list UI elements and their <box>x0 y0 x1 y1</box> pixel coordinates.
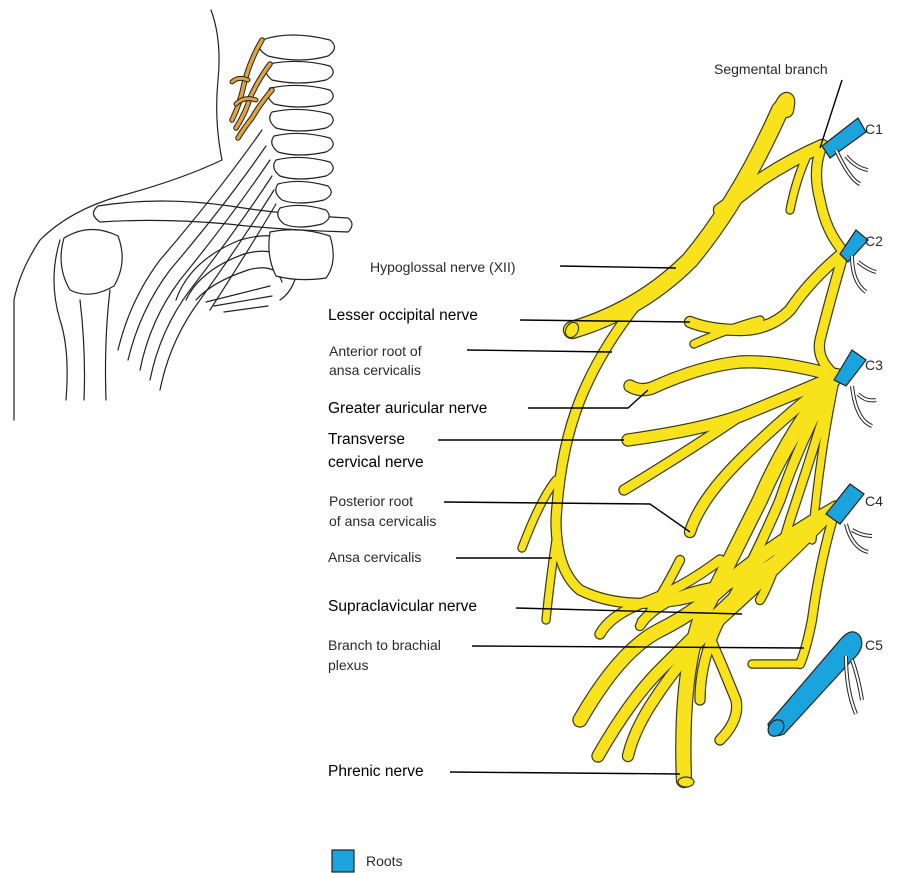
label-greater-auricular: Greater auricular nerve <box>328 400 487 417</box>
label-transverse-2: cervical nerve <box>328 454 424 471</box>
label-brachial-2: plexus <box>328 657 368 673</box>
root-c3 <box>834 350 866 386</box>
label-posterior-root-2: of ansa cervicalis <box>329 513 436 529</box>
level-labels: C1 C2 C3 C4 C5 <box>865 121 883 653</box>
label-hypoglossal: Hypoglossal nerve (XII) <box>370 259 516 275</box>
level-c2: C2 <box>865 233 883 249</box>
nerve-segment-0 <box>572 110 780 330</box>
label-segmental-branch: Segmental branch <box>714 61 828 77</box>
label-ansa-cervicalis: Ansa cervicalis <box>328 549 421 565</box>
label-supraclavicular: Supraclavicular nerve <box>328 598 477 615</box>
nerve-segment-28 <box>702 620 737 740</box>
label-transverse-1: Transverse <box>328 431 405 448</box>
level-c1: C1 <box>865 121 883 137</box>
label-anterior-root-2: ansa cervicalis <box>329 362 421 378</box>
label-phrenic: Phrenic nerve <box>328 763 424 780</box>
label-anterior-root-1: Anterior root of <box>329 343 422 359</box>
legend-label-roots: Roots <box>366 853 403 869</box>
label-lesser-occipital: Lesser occipital nerve <box>328 307 478 324</box>
level-c3: C3 <box>865 357 883 373</box>
level-c4: C4 <box>865 493 883 509</box>
root-c1 <box>822 118 866 158</box>
neck-shoulder-sketch <box>14 10 352 420</box>
nerve-segment-1 <box>780 100 787 110</box>
level-c5: C5 <box>865 637 883 653</box>
label-posterior-root-1: Posterior root <box>329 493 413 509</box>
legend: Roots <box>332 850 403 872</box>
nerve-outline-0 <box>572 110 780 330</box>
legend-swatch-roots <box>332 850 354 872</box>
label-brachial-1: Branch to brachial <box>328 637 441 653</box>
